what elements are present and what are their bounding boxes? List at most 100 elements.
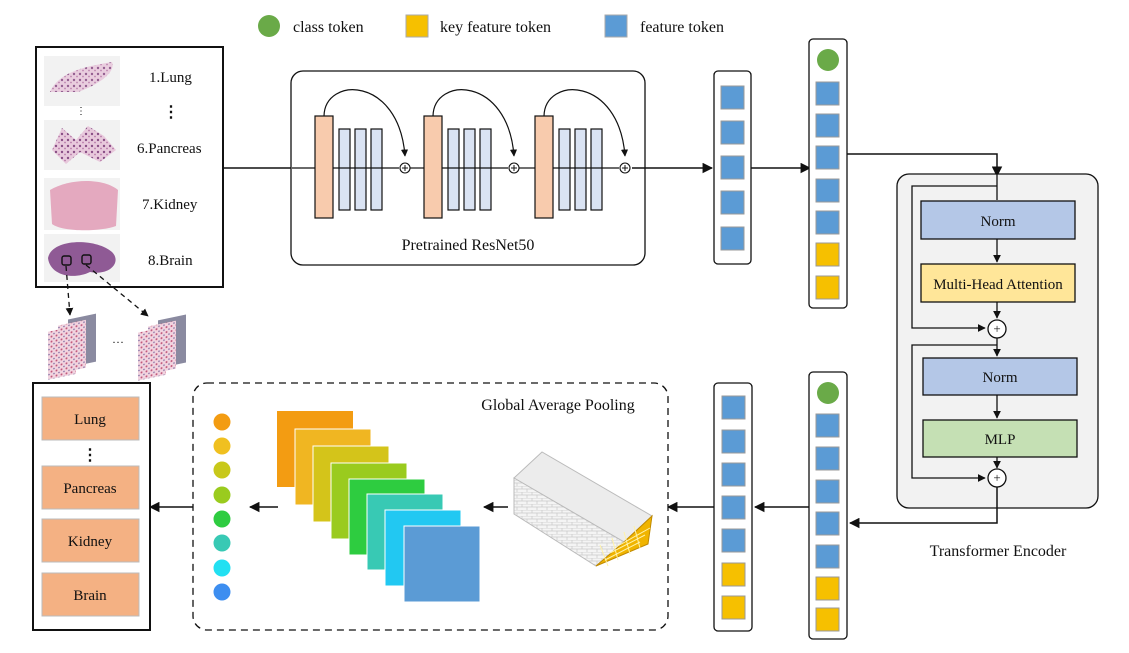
resnet-conv-block xyxy=(314,115,334,219)
resnet-bottleneck-block xyxy=(354,128,367,211)
key-feature-token-legend-label: key feature token xyxy=(440,19,551,36)
feature-token xyxy=(720,226,745,251)
feature-token xyxy=(815,81,840,106)
pooled-value xyxy=(213,437,231,455)
patch-ellipsis: ··· xyxy=(112,335,124,349)
resnet-bottleneck-block xyxy=(338,128,351,211)
patch-stack-2 xyxy=(138,314,186,381)
attention-label: Multi-Head Attention xyxy=(933,277,1063,293)
output-class-lung xyxy=(41,396,140,441)
pooling-block: Global Average Pooling xyxy=(192,382,669,631)
feature-token xyxy=(721,495,746,520)
pooled-value xyxy=(213,510,231,528)
resnet-bottleneck-block xyxy=(590,128,603,211)
resnet-block: Pretrained ResNet50 xyxy=(290,70,714,266)
token-column-3 xyxy=(808,371,848,640)
output-class-pancreas xyxy=(41,465,140,510)
add-node-2-label: + xyxy=(993,470,1000,485)
input-panel: ⋮ 1.Lung ⋮ 6.Pancreas 7.Kidney 8.Brain xyxy=(35,46,224,288)
resnet-conv-block xyxy=(423,115,443,219)
output-class-brain-label: Brain xyxy=(73,588,107,604)
residual-2-line xyxy=(911,344,997,482)
resnet-skip-connection xyxy=(432,89,518,157)
output-class-brain xyxy=(41,572,140,617)
add-node-1-label: + xyxy=(993,321,1000,336)
resnet-add-symbol xyxy=(402,165,408,171)
token-column-3-frame xyxy=(808,371,848,640)
feature-token xyxy=(720,85,745,110)
resnet-bottleneck-block xyxy=(370,128,383,211)
pooled-value xyxy=(213,413,231,431)
feature-maps xyxy=(277,411,481,603)
token-column-4 xyxy=(713,382,753,632)
organ-label-brain: 8.Brain xyxy=(148,253,193,269)
output-class-kidney xyxy=(41,518,140,563)
feature-token xyxy=(721,395,746,420)
class-token-legend-label: class token xyxy=(293,19,364,36)
token-column-2 xyxy=(808,38,848,309)
kidney-thumbnail xyxy=(50,181,118,231)
resnet-bottleneck-block xyxy=(463,128,476,211)
feature-token xyxy=(815,178,840,203)
token-column-2-frame xyxy=(808,38,848,309)
organ-label-kidney: 7.Kidney xyxy=(142,197,198,213)
output-panel: Lung ⋮ Pancreas Kidney Brain xyxy=(32,382,151,631)
feature-token xyxy=(815,210,840,235)
feature-token-legend-label: feature token xyxy=(640,19,724,36)
feature-token xyxy=(720,190,745,215)
pooled-value xyxy=(213,559,231,577)
legend: class token key feature token feature to… xyxy=(258,14,724,38)
resnet-conv-block xyxy=(534,115,554,219)
pooled-value xyxy=(213,583,231,601)
residual-1-line xyxy=(911,185,997,332)
patch-arrow-2 xyxy=(85,264,149,317)
output-class-kidney-label: Kidney xyxy=(68,534,113,550)
brain-patch-marker-2 xyxy=(81,254,92,265)
feature-token xyxy=(815,544,840,569)
organ-label-lung: 1.Lung xyxy=(149,70,192,86)
feature-token xyxy=(720,120,745,145)
feature-token xyxy=(721,462,746,487)
key-feature-token-legend-icon xyxy=(405,14,429,38)
feature-token xyxy=(815,145,840,170)
resnet-bottleneck-block xyxy=(479,128,492,211)
feature-token xyxy=(815,511,840,536)
tokens-to-transformer-arrow xyxy=(847,153,1003,178)
transformer-encoder: Norm Multi-Head Attention + Norm MLP + T… xyxy=(896,173,1099,560)
class-token-legend-icon xyxy=(258,15,280,37)
key-feature-token xyxy=(815,607,840,632)
output-class-pancreas-label: Pancreas xyxy=(63,481,116,497)
organ-label-ellipsis: ⋮ xyxy=(163,104,179,121)
transformer-to-tokens-arrow xyxy=(848,487,998,529)
patch-stack-1 xyxy=(48,313,96,380)
key-feature-token xyxy=(721,562,746,587)
output-class-ellipsis: ⋮ xyxy=(82,447,98,464)
resnet-bottleneck-block xyxy=(447,128,460,211)
token-column-1 xyxy=(713,70,752,265)
pancreas-thumbnail xyxy=(52,126,116,164)
thumbnail-ellipsis: ⋮ xyxy=(76,106,86,117)
feature-token-legend-icon xyxy=(604,14,628,38)
norm-label-1: Norm xyxy=(981,214,1016,230)
patch-arrow-1 xyxy=(65,265,74,316)
feature-tensor xyxy=(513,451,653,567)
pooled-value xyxy=(213,461,231,479)
feature-token xyxy=(721,528,746,553)
resnet-bottleneck-block xyxy=(558,128,571,211)
feature-token xyxy=(721,429,746,454)
mlp-box xyxy=(922,419,1078,458)
resnet-bottleneck-block xyxy=(574,128,587,211)
class-token xyxy=(817,49,839,71)
feature-token xyxy=(815,479,840,504)
pooled-vector xyxy=(213,413,231,601)
norm-box-1 xyxy=(920,200,1076,240)
feature-token xyxy=(815,113,840,138)
attention-box xyxy=(920,263,1076,303)
mlp-label: MLP xyxy=(985,432,1016,448)
class-token xyxy=(817,382,839,404)
output-class-lung-label: Lung xyxy=(74,412,106,428)
norm-label-2: Norm xyxy=(983,370,1018,386)
resnet-add-symbol xyxy=(511,165,517,171)
resnet-skip-connection xyxy=(543,89,629,157)
